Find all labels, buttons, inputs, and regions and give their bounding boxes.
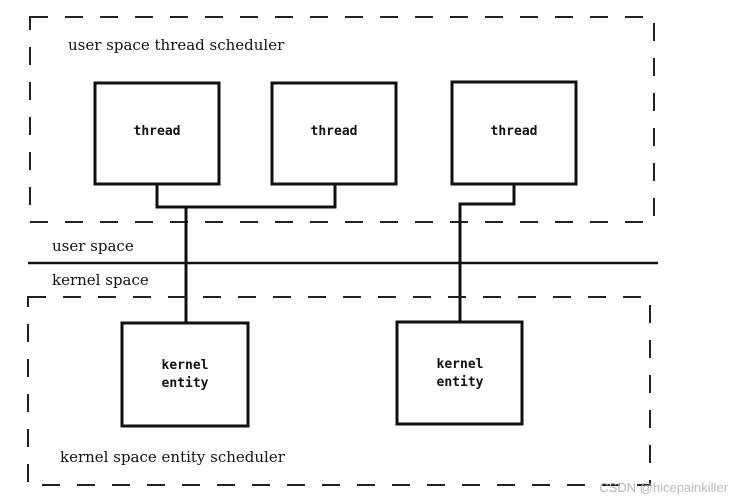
thread-join-connector xyxy=(155,184,337,209)
kernel-entity-label: kernel xyxy=(437,357,484,372)
kernel-space-scheduler-region xyxy=(27,296,651,486)
thread-label: thread xyxy=(491,124,538,139)
kernel-space-label: kernel space xyxy=(52,271,149,289)
kernel-entity-box-1 xyxy=(120,321,250,428)
user-space-scheduler-region xyxy=(29,16,655,223)
watermark: CSDN @hicepainkiller xyxy=(599,480,728,495)
user-space-label: user space xyxy=(52,237,134,255)
kernel-entity-label: kernel xyxy=(162,358,209,373)
kernel-entity-label: entity xyxy=(437,375,484,390)
thread-box-1 xyxy=(93,81,221,186)
user-scheduler-label: user space thread scheduler xyxy=(68,36,285,54)
thread-box-2 xyxy=(270,81,398,186)
kernel-scheduler-label: kernel space entity scheduler xyxy=(60,448,286,466)
connector-to-kernel-entity-2 xyxy=(458,184,516,322)
thread-label: thread xyxy=(134,124,181,139)
kernel-entity-box-2 xyxy=(395,320,524,426)
kernel-entity-label: entity xyxy=(162,376,209,391)
thread-label: thread xyxy=(311,124,358,139)
thread-box-3 xyxy=(450,80,578,186)
